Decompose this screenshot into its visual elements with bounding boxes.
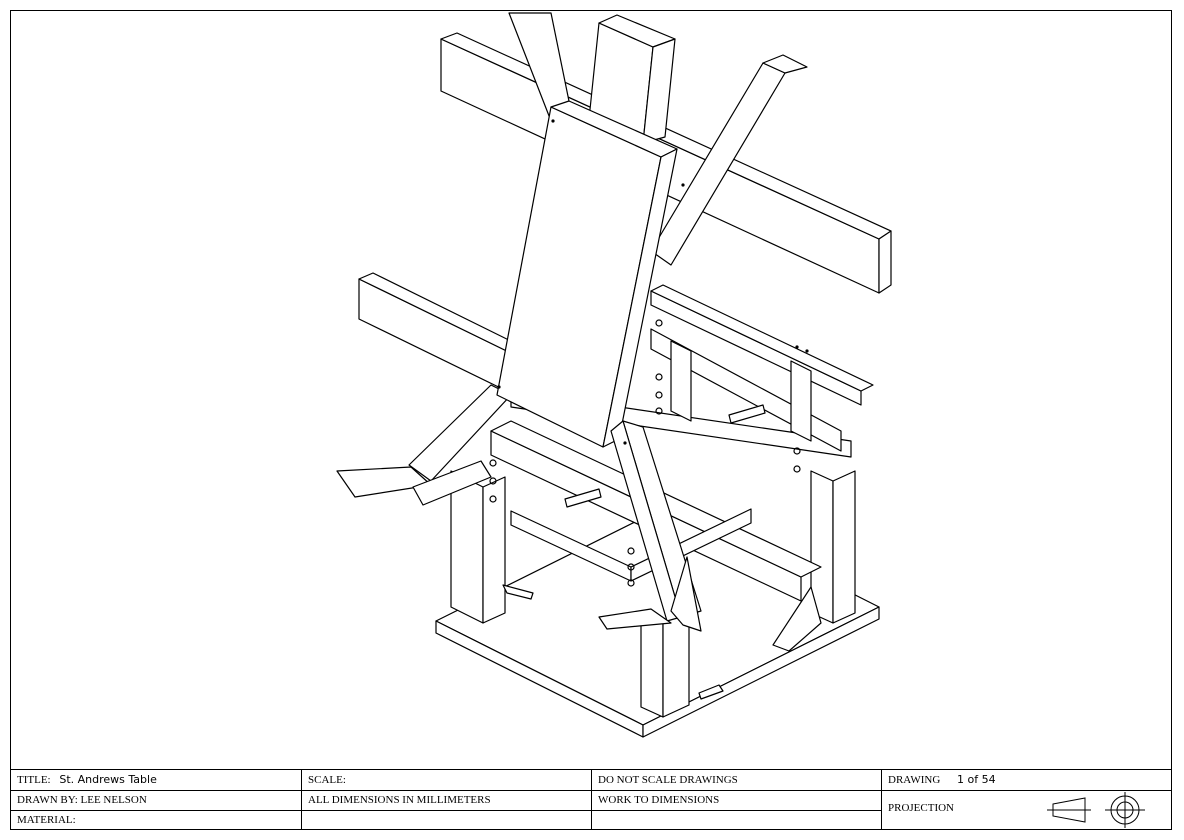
- drawing-number: 1 of 54: [957, 773, 996, 786]
- dimensions-note: ALL DIMENSIONS IN MILLIMETERS: [308, 794, 491, 806]
- material-field: MATERIAL:: [11, 810, 301, 830]
- title-label: TITLE:: [17, 774, 51, 786]
- exploded-table-illustration: [336, 12, 892, 738]
- material-label: MATERIAL:: [17, 814, 76, 826]
- drawn-by-field: DRAWN BY: LEE NELSON: [11, 790, 301, 810]
- drawing-label: DRAWING: [888, 774, 941, 786]
- work-note: WORK TO DIMENSIONS: [598, 794, 720, 806]
- projection-symbols: [1047, 792, 1145, 828]
- isometric-drawing: [11, 11, 1173, 769]
- title-block: TITLE: St. Andrews Table SCALE: DO NOT S…: [11, 769, 1171, 830]
- drawing-field: DRAWING 1 of 54: [882, 770, 1171, 790]
- scale-note: DO NOT SCALE DRAWINGS: [598, 774, 738, 786]
- projection-label: PROJECTION: [888, 802, 955, 814]
- drawn-by-label: DRAWN BY:: [17, 794, 78, 806]
- scale-field: SCALE:: [302, 770, 591, 790]
- title-value: St. Andrews Table: [59, 773, 157, 786]
- truncated-cone-icon: [1047, 797, 1091, 823]
- scale-label: SCALE:: [308, 774, 346, 786]
- title-field: TITLE: St. Andrews Table: [11, 770, 301, 790]
- circle-crosshair-icon: [1105, 792, 1145, 828]
- drawn-by-value: LEE NELSON: [80, 794, 147, 806]
- drawing-sheet: TITLE: St. Andrews Table SCALE: DO NOT S…: [10, 10, 1172, 830]
